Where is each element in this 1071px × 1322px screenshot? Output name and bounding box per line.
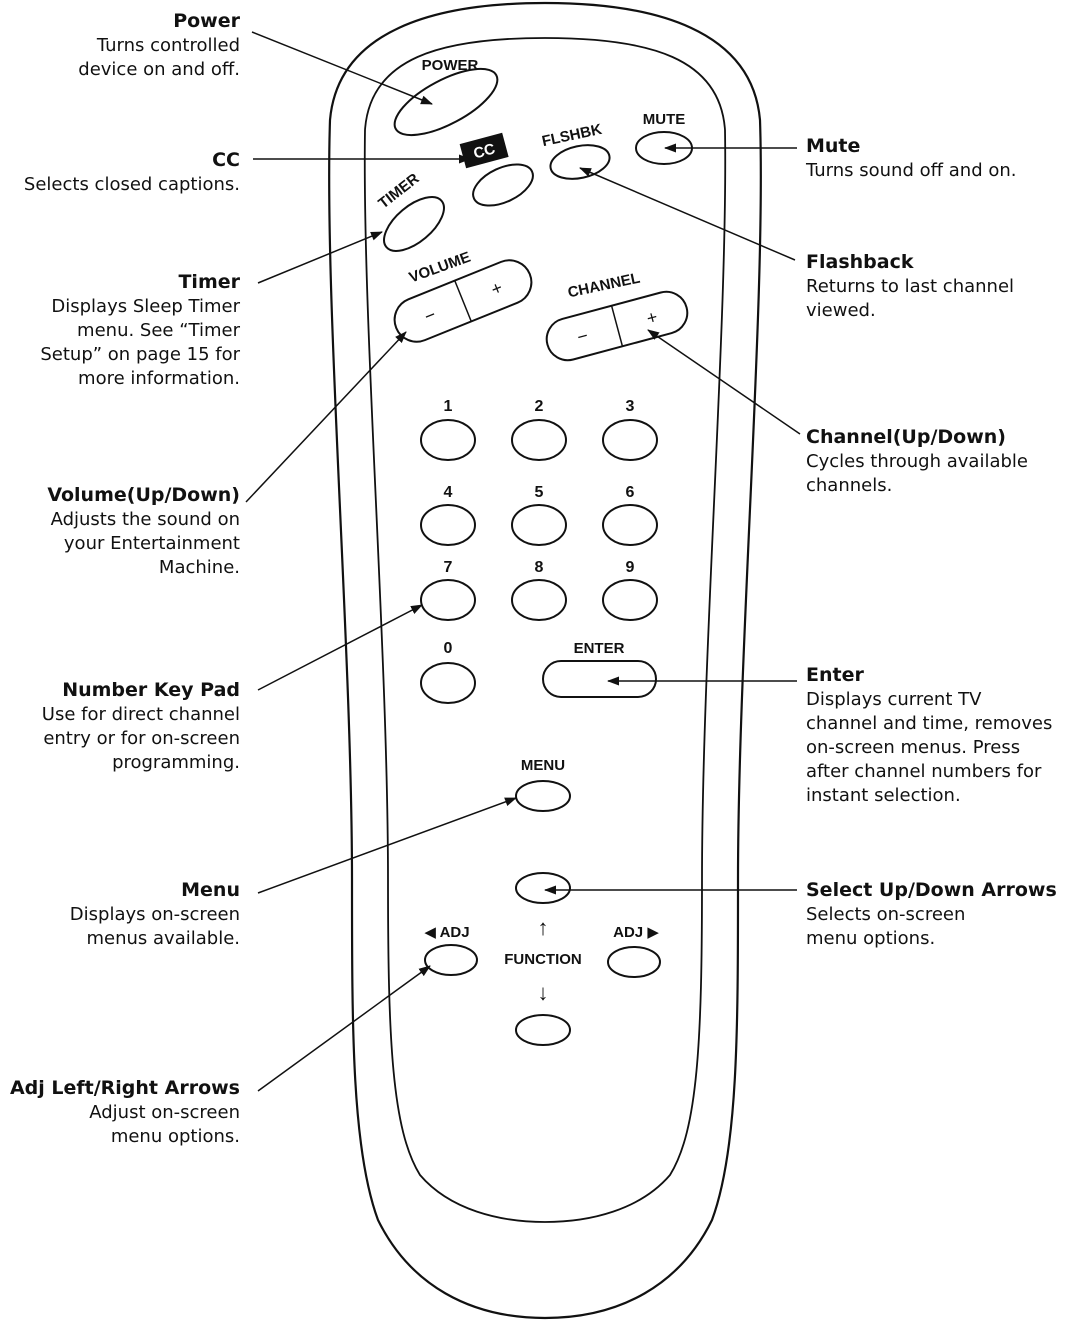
callout-timer-desc: Displays Sleep Timer menu. See “Timer Se…: [40, 296, 240, 389]
callout-number-pad-desc: Use for direct channel entry or for on-s…: [41, 704, 240, 773]
callout-channel-desc: Cycles through available channels.: [806, 451, 1028, 496]
cc-button[interactable]: [467, 156, 539, 214]
flashback-leader-line: [579, 167, 796, 261]
key-8-button[interactable]: [511, 579, 567, 621]
power-button[interactable]: [385, 56, 506, 148]
key-5-button[interactable]: [511, 504, 567, 546]
menu-button[interactable]: [515, 780, 571, 812]
key-4-label: 4: [444, 484, 453, 501]
function-up-button[interactable]: [515, 872, 571, 904]
menu-key-label: MENU: [521, 757, 565, 774]
remote-outer-outline: [328, 1, 762, 1320]
callout-number-pad-title: Number Key Pad: [62, 679, 240, 701]
callout-mute: Mute Turns sound off and on.: [806, 133, 1071, 183]
callout-adj: Adj Left/Right Arrows Adjust on-screen m…: [0, 1075, 240, 1149]
down-arrow-icon: ↓: [538, 980, 549, 1005]
function-down-button[interactable]: [515, 1014, 571, 1046]
callout-volume-desc: Adjusts the sound on your Entertainment …: [50, 509, 240, 578]
key-1-button[interactable]: [420, 419, 476, 461]
key-0-label: 0: [444, 640, 453, 657]
menu-leader-line: [257, 797, 517, 894]
key-9-button[interactable]: [602, 579, 658, 621]
callout-timer-title: Timer: [178, 271, 240, 293]
key-7-label: 7: [444, 559, 453, 576]
key-6-button[interactable]: [602, 504, 658, 546]
number-pad-leader-line: [257, 604, 423, 691]
callout-flashback: Flashback Returns to last channel viewed…: [806, 249, 1071, 323]
function-key-label: FUNCTION: [504, 951, 582, 968]
key-6-label: 6: [626, 484, 635, 501]
callout-flashback-title: Flashback: [806, 251, 914, 273]
callout-number-pad: Number Key Pad Use for direct channel en…: [0, 677, 240, 775]
callout-channel-title: Channel(Up/Down): [806, 426, 1006, 448]
mute-key-label: MUTE: [643, 111, 686, 128]
adj-right-key-label: ADJ ▶: [613, 924, 659, 941]
cc-key-label: CC: [472, 140, 497, 162]
callout-power-desc: Turns controlled device on and off.: [78, 35, 240, 80]
key-8-label: 8: [535, 559, 544, 576]
callout-menu-desc: Displays on-screen menus available.: [69, 904, 240, 949]
callout-mute-desc: Turns sound off and on.: [806, 160, 1017, 181]
callout-power: Power Turns controlled device on and off…: [0, 8, 240, 82]
adj-left-key-label: ◀ ADJ: [424, 924, 469, 941]
key-5-label: 5: [535, 484, 544, 501]
key-1-label: 1: [444, 398, 453, 415]
callout-menu-title: Menu: [181, 879, 240, 901]
key-4-button[interactable]: [420, 504, 476, 546]
callout-volume: Volume(Up/Down) Adjusts the sound on you…: [0, 482, 240, 580]
adj-left-button[interactable]: [424, 944, 478, 976]
callout-channel: Channel(Up/Down) Cycles through availabl…: [806, 424, 1071, 498]
channel-rocker[interactable]: − +: [542, 287, 692, 365]
remote-inner-outline: [363, 37, 727, 1223]
volume-leader-line: [245, 331, 407, 503]
key-0-button[interactable]: [420, 662, 476, 704]
channel-up-label: +: [644, 307, 659, 329]
timer-button[interactable]: [375, 187, 453, 261]
callout-select-title: Select Up/Down Arrows: [806, 879, 1057, 901]
callout-adj-desc: Adjust on-screen menu options.: [89, 1102, 240, 1147]
callout-menu: Menu Displays on-screen menus available.: [0, 877, 240, 951]
timer-leader-line: [257, 231, 383, 284]
adj-right-button[interactable]: [607, 946, 661, 978]
callout-timer: Timer Displays Sleep Timer menu. See “Ti…: [0, 269, 240, 391]
callout-enter-title: Enter: [806, 664, 864, 686]
key-7-button[interactable]: [420, 579, 476, 621]
key-3-label: 3: [626, 398, 635, 415]
key-2-button[interactable]: [511, 419, 567, 461]
callout-adj-title: Adj Left/Right Arrows: [9, 1077, 240, 1099]
callout-cc-desc: Selects closed captions.: [23, 174, 240, 195]
callout-flashback-desc: Returns to last channel viewed.: [806, 276, 1015, 321]
callout-mute-title: Mute: [806, 135, 861, 157]
channel-down-label: −: [575, 325, 590, 347]
callout-enter-desc: Displays current TV channel and time, re…: [806, 689, 1053, 806]
adj-leader-line: [257, 965, 431, 1092]
flashback-button[interactable]: [547, 140, 612, 184]
channel-key-label: CHANNEL: [566, 270, 641, 302]
volume-rocker[interactable]: − +: [388, 254, 538, 349]
callout-power-title: Power: [173, 10, 240, 32]
key-2-label: 2: [535, 398, 544, 415]
key-3-button[interactable]: [602, 419, 658, 461]
callout-cc-title: CC: [212, 149, 240, 171]
key-9-label: 9: [626, 559, 635, 576]
callout-volume-title: Volume(Up/Down): [47, 484, 240, 506]
callout-cc: CC Selects closed captions.: [0, 147, 240, 197]
cc-badge: [459, 132, 509, 169]
up-arrow-icon: ↑: [538, 915, 549, 940]
channel-leader-line: [647, 329, 801, 435]
power-leader-line: [251, 31, 433, 105]
callout-select-desc: Selects on-screen menu options.: [806, 904, 966, 949]
enter-key-label: ENTER: [574, 640, 625, 657]
enter-button[interactable]: [542, 660, 657, 698]
callout-enter: Enter Displays current TV channel and ti…: [806, 662, 1071, 808]
callout-select: Select Up/Down Arrows Selects on-screen …: [806, 877, 1071, 951]
power-key-label: POWER: [422, 57, 479, 74]
